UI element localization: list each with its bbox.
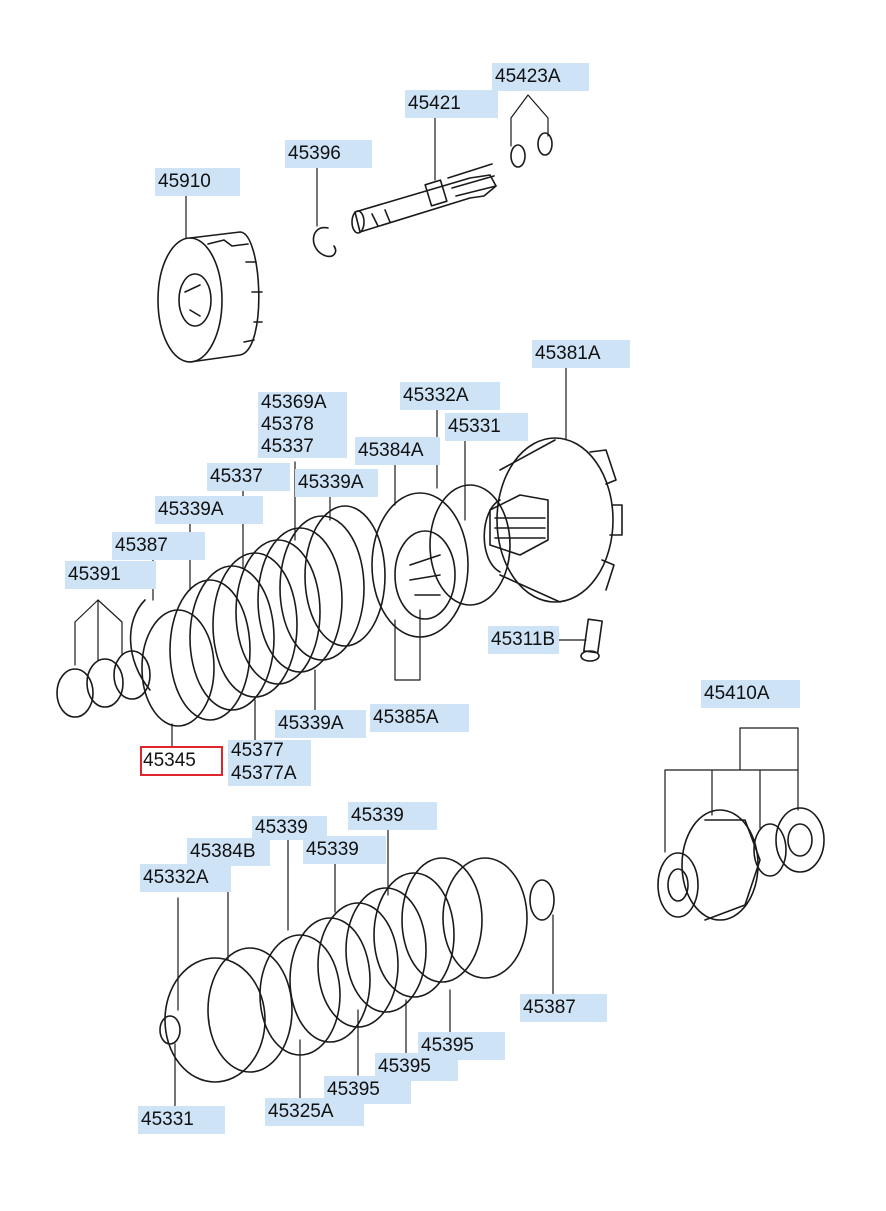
part-label-45378[interactable]: 45378: [258, 414, 347, 436]
part-label-45387-bot[interactable]: 45387: [520, 994, 607, 1022]
part-label-45331-top[interactable]: 45331: [445, 413, 528, 441]
part-label-45337-a[interactable]: 45337: [258, 436, 347, 458]
part-label-45410a[interactable]: 45410A: [701, 680, 800, 708]
bearing-set-part[interactable]: [657, 727, 825, 921]
part-label-45339-c[interactable]: 45339: [303, 836, 386, 864]
part-label-45396[interactable]: 45396: [285, 140, 372, 168]
spring-part[interactable]: [394, 609, 421, 681]
clutch-plate-stack[interactable]: [169, 461, 386, 746]
part-label-45332a-top[interactable]: 45332A: [400, 382, 500, 410]
part-label-45339a-c[interactable]: 45339A: [275, 710, 366, 738]
part-label-45421[interactable]: 45421: [405, 90, 498, 118]
part-label-45311b[interactable]: 45311B: [488, 626, 559, 654]
part-label-45339a-a[interactable]: 45339A: [155, 496, 263, 524]
drum-part[interactable]: [157, 194, 263, 363]
part-label-45377[interactable]: 45377: [228, 740, 311, 762]
part-label-45331-bot[interactable]: 45331: [138, 1106, 225, 1134]
part-label-45910[interactable]: 45910: [155, 168, 240, 196]
snap-ring-part[interactable]: [312, 167, 337, 258]
part-label-45387-top[interactable]: 45387: [112, 532, 205, 560]
part-label-45332a-bot[interactable]: 45332A: [140, 864, 231, 892]
snap-ring-set[interactable]: [56, 599, 151, 718]
part-label-45369a[interactable]: 45369A: [258, 392, 347, 414]
snap-ring-pair[interactable]: [510, 94, 553, 168]
part-label-45325a[interactable]: 45325A: [265, 1098, 364, 1126]
part-label-45381a[interactable]: 45381A: [532, 340, 630, 368]
part-label-45345-selected[interactable]: 45345: [140, 746, 223, 776]
bolt-part[interactable]: [551, 618, 603, 662]
part-label-45391[interactable]: 45391: [65, 561, 156, 589]
part-label-45337-b[interactable]: 45337: [207, 463, 290, 491]
part-label-45423a[interactable]: 45423A: [492, 63, 589, 91]
shaft-part[interactable]: [351, 163, 497, 234]
part-label-45384a[interactable]: 45384A: [355, 437, 440, 465]
part-label-45339a-b[interactable]: 45339A: [295, 469, 378, 497]
part-label-45377a[interactable]: 45377A: [228, 762, 311, 786]
clutch-drum-part[interactable]: [483, 367, 623, 603]
part-label-45339-a[interactable]: 45339: [348, 802, 437, 830]
part-label-45385a[interactable]: 45385A: [370, 704, 469, 732]
part-label-45384b[interactable]: 45384B: [187, 838, 270, 866]
lower-clutch-pack[interactable]: [159, 829, 555, 1109]
